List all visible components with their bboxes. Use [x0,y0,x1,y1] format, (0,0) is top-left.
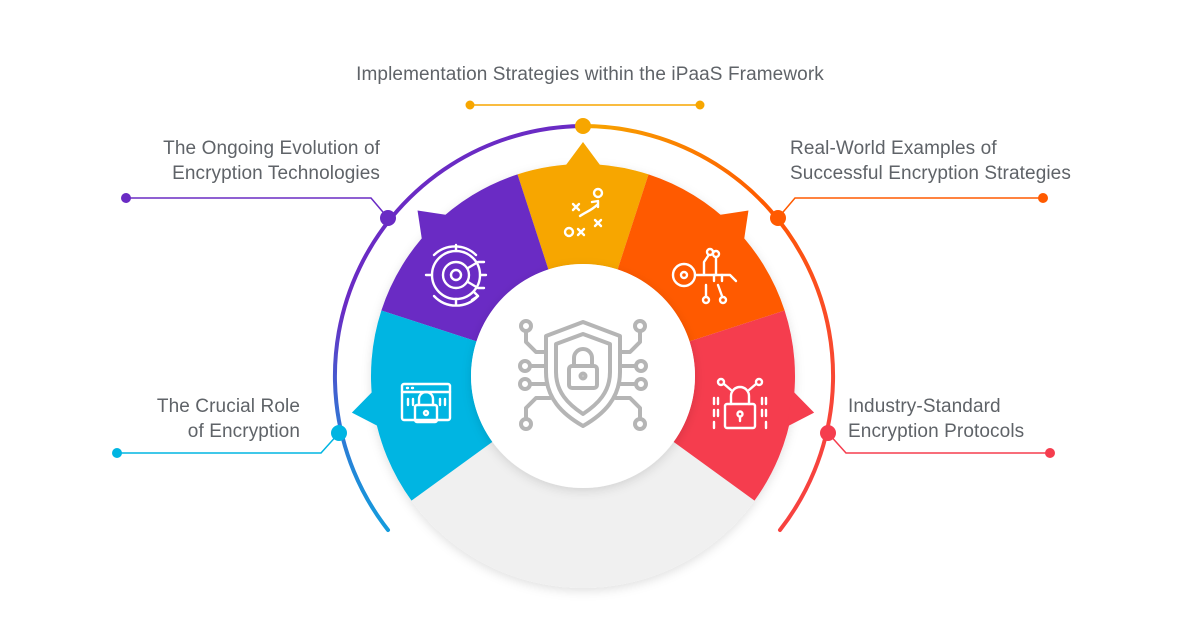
arc-node-lower-right [820,425,836,441]
arc-node-upper-right [770,210,786,226]
label-lower-left-line-2: of Encryption [187,421,300,442]
outer-arc-right [581,124,836,532]
label-top: Implementation Strategies within the iPa… [300,62,880,87]
pointer-upper-left [417,210,449,242]
digital-key-icon [671,247,738,305]
browser-lock-icon [400,382,452,424]
segment-pointers [351,142,815,427]
label-top-line-1: Implementation Strategies within the iPa… [356,64,824,85]
connector-dot-upper-left [121,193,131,203]
label-upper-left: The Ongoing Evolution of Encryption Tech… [100,136,380,186]
strategy-play-icon [563,187,604,238]
label-lower-left-line-1: The Crucial Role [156,396,300,417]
label-upper-right-line-1: Real-World Examples of [790,138,997,159]
segment-lower-right [673,310,795,501]
shield-lock-circuit-icon [518,319,648,431]
connector-dot-upper-right [1038,193,1048,203]
connector-dot-lower-left [112,448,122,458]
outer-arc [332,124,836,532]
label-upper-right: Real-World Examples of Successful Encryp… [790,136,1100,186]
connector-lower-right [827,432,1050,454]
label-lower-right-line-1: Industry-Standard [848,396,1001,417]
connector-upper-right [777,197,1043,219]
pointer-upper-right [717,210,749,242]
center-disk [471,264,695,488]
segment-upper-right [617,174,785,342]
binary-lock-icon [712,377,768,430]
pointer-lower-right [786,390,815,427]
outer-arc-left [332,124,585,532]
pointer-lower-left [351,390,380,427]
ring-segments [371,164,795,501]
label-lower-right-line-2: Encryption Protocols [848,421,1025,442]
label-upper-right-line-2: Successful Encryption Strategies [790,163,1071,184]
segment-upper-left [381,174,549,342]
arc-node-lower-left [331,425,347,441]
arc-node-upper-left [380,210,396,226]
connector-dot-lower-right [1045,448,1055,458]
pointer-top [564,142,602,167]
connector-dot-top-left [465,100,475,110]
segment-top [517,164,649,270]
label-upper-left-line-1: The Ongoing Evolution of [163,138,380,159]
connector-lower-left [117,432,340,454]
label-upper-left-line-2: Encryption Technologies [172,163,380,184]
evolution-gear-circuit-icon [424,243,488,307]
label-lower-right: Industry-Standard Encryption Protocols [848,394,1088,444]
label-connectors [112,100,1055,458]
label-lower-left: The Crucial Role of Encryption [80,394,300,444]
connector-upper-left [126,197,389,219]
connector-dot-top-right [695,100,705,110]
arc-node-top [575,118,591,134]
